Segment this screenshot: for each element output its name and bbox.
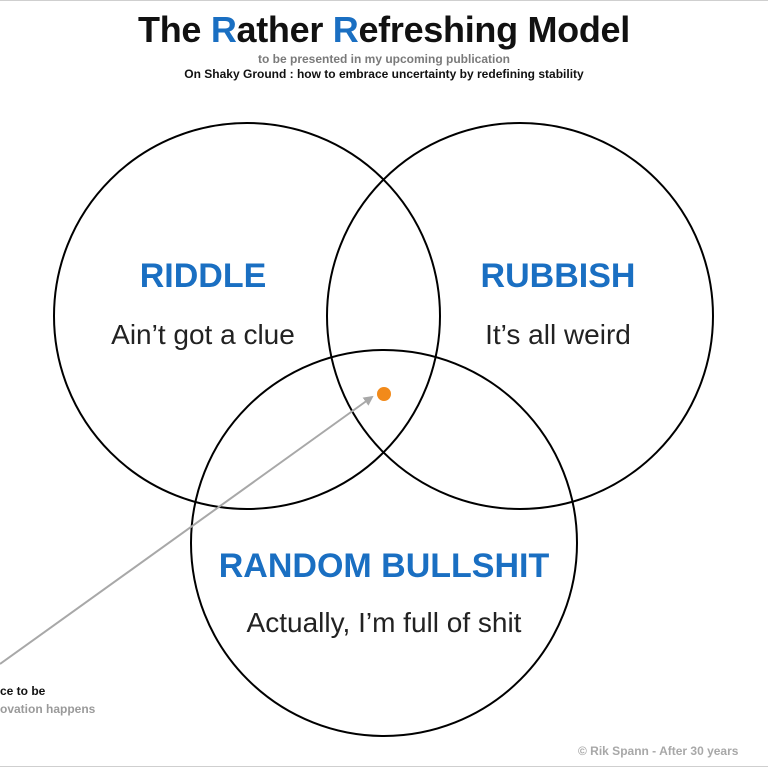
- riddle-heading: RIDDLE: [140, 257, 267, 295]
- footer-credit: © Rik Spann - After 30 years: [578, 744, 739, 758]
- title-part-1: The: [138, 9, 211, 50]
- callout-text-line2: ovation happens: [0, 702, 96, 716]
- random-bullshit-heading: RANDOM BULLSHIT: [219, 547, 550, 585]
- page-bottom-rule: [0, 766, 768, 767]
- venn-circle-riddle: [53, 122, 441, 510]
- title-accent-r-2: R: [332, 9, 359, 50]
- page-title: The Rather Refreshing Model: [0, 8, 768, 52]
- rubbish-heading: RUBBISH: [481, 257, 636, 295]
- subtitle-publication-note: to be presented in my upcoming publicati…: [257, 52, 511, 66]
- riddle-subtext: Ain’t got a clue: [111, 319, 295, 350]
- callout-text-line1: ce to be: [0, 684, 46, 698]
- header: The Rather Refreshing Model to be presen…: [0, 8, 768, 82]
- subtitle-publication-title: On Shaky Ground : how to embrace uncerta…: [184, 67, 584, 81]
- venn-circle-random-bullshit: [190, 349, 578, 737]
- page-top-rule: [0, 0, 768, 1]
- callout-arrow: [0, 395, 374, 665]
- title-accent-r-1: R: [210, 9, 237, 50]
- venn-circle-rubbish: [326, 122, 714, 510]
- intersection-marker-dot: [377, 387, 391, 401]
- title-part-3: efreshing Model: [358, 9, 630, 50]
- random-bullshit-subtext: Actually, I’m full of shit: [247, 607, 522, 638]
- title-part-2: ather: [236, 9, 333, 50]
- rubbish-subtext: It’s all weird: [485, 319, 631, 350]
